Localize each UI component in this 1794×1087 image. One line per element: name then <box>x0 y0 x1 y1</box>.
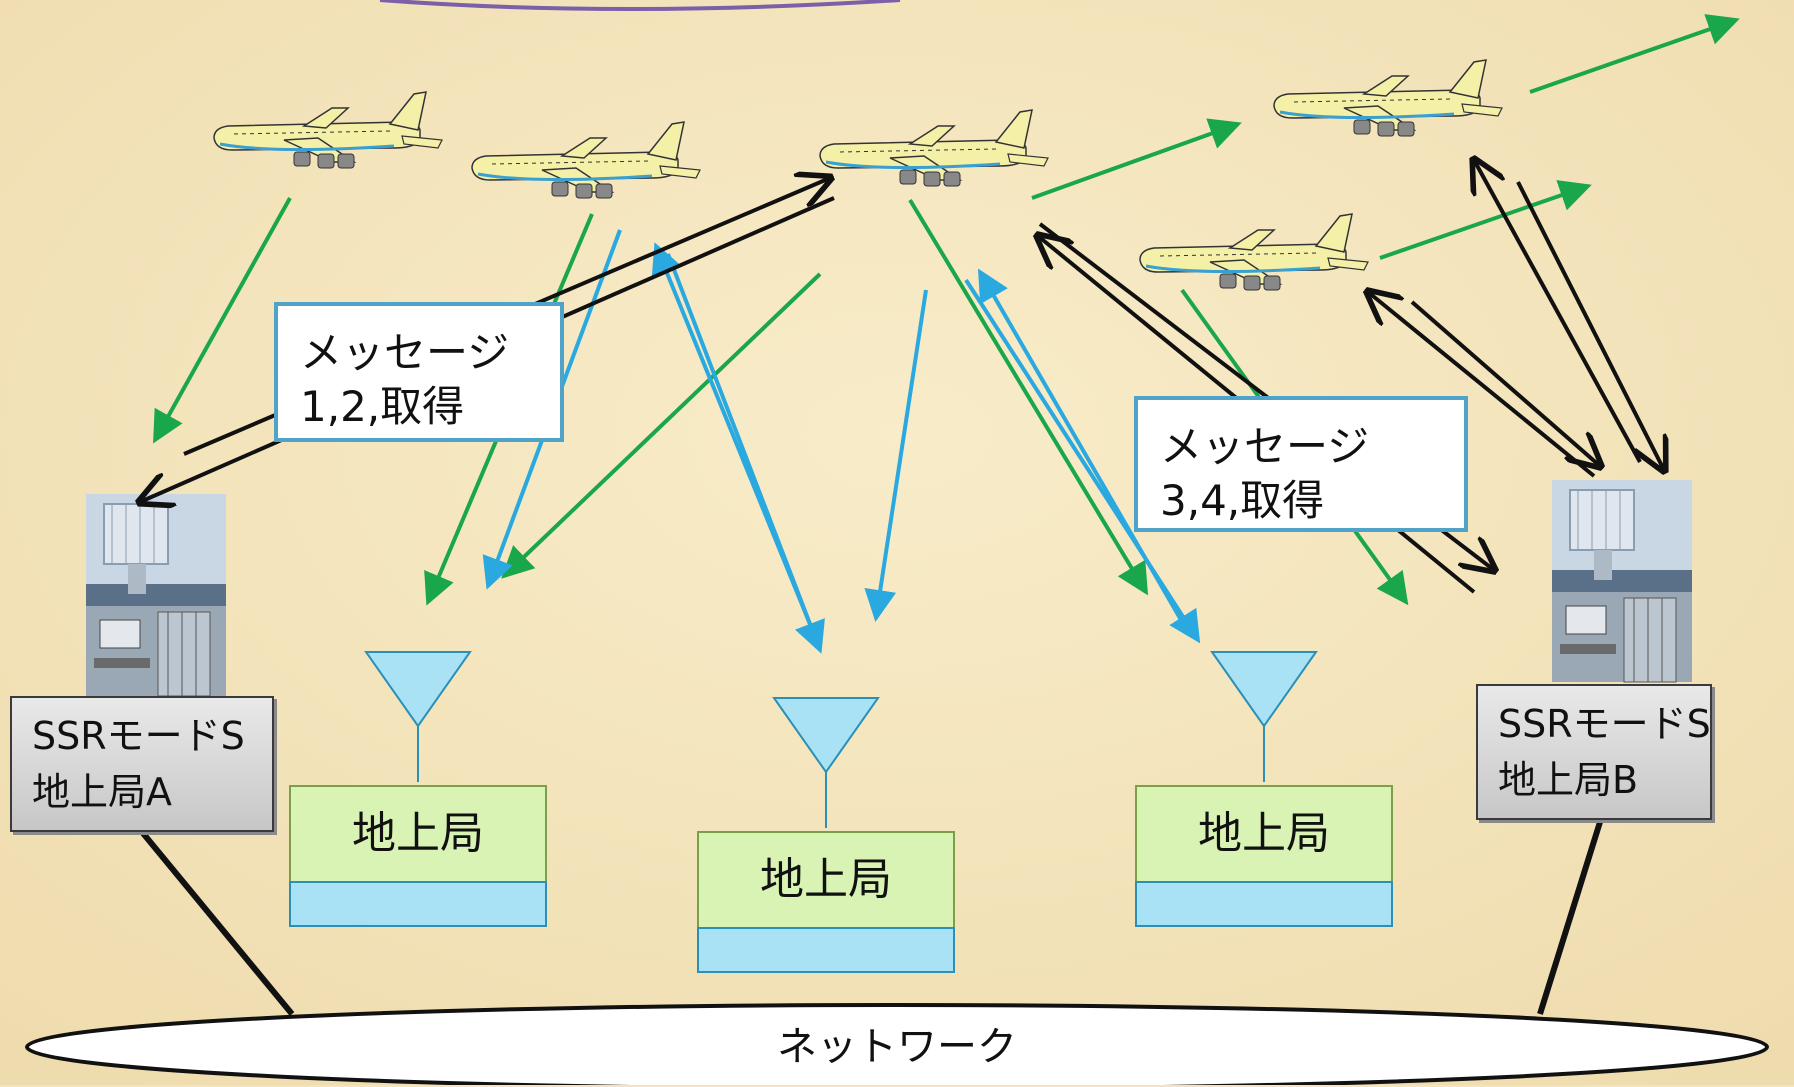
radar-antenna-icon <box>85 493 227 697</box>
network-link <box>139 830 295 1016</box>
ground-station-label: 地上局 <box>760 854 892 905</box>
message-box-detail: 1,2,取得 <box>300 382 465 431</box>
ground-station-box <box>289 785 547 927</box>
ground-station-antenna-icon <box>1211 651 1317 783</box>
ssr-station-b-type: SSRモードS <box>1498 702 1711 746</box>
network-link <box>1537 821 1603 1015</box>
ssr-station-a-name: 地上局A <box>32 770 172 814</box>
top-banner-edge <box>379 0 901 11</box>
network-label: ネットワーク <box>777 1024 1017 1070</box>
radar-antenna-icon <box>1551 479 1693 683</box>
message-box: メッセージ 1,2,取得 <box>274 302 564 442</box>
ssr-station-b-name: 地上局B <box>1498 758 1639 802</box>
blue-signal-arrows <box>482 229 1201 654</box>
ground-station-box <box>697 831 955 973</box>
ground-station-label: 地上局 <box>352 808 484 859</box>
network-ellipse <box>25 1003 1769 1085</box>
airplane-icon <box>212 90 444 170</box>
message-box: メッセージ 3,4,取得 <box>1134 396 1468 532</box>
ground-station-antenna-icon <box>773 697 879 829</box>
ssr-station-b-label: SSRモードS 地上局B <box>1476 684 1712 820</box>
airplane-icon <box>470 120 702 200</box>
message-box-title: メッセージ <box>300 328 510 377</box>
ssr-station-a-type: SSRモードS <box>32 714 245 758</box>
airplane-icon <box>818 108 1050 188</box>
ssr-station-a-label: SSRモードS 地上局A <box>10 696 274 832</box>
ground-station-label: 地上局 <box>1198 808 1330 859</box>
message-box-detail: 3,4,取得 <box>1160 476 1325 525</box>
airplane-icon <box>1272 58 1504 138</box>
airplane-icon <box>1138 212 1370 292</box>
message-box-title: メッセージ <box>1160 422 1370 471</box>
ground-station-antenna-icon <box>365 651 471 783</box>
ground-station-box <box>1135 785 1393 927</box>
